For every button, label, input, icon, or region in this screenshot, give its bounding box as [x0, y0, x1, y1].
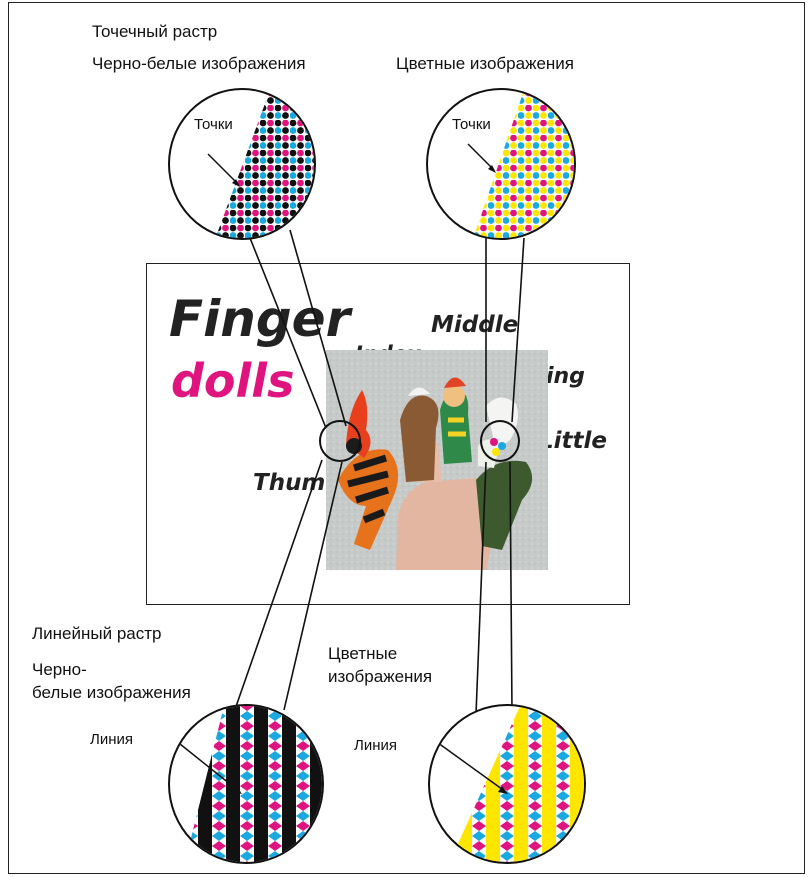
line-screen-color-label: Цветные изображения	[328, 642, 432, 688]
dot-screen-title: Точечный растр	[92, 22, 217, 42]
line-screen-bw-magnifier: Линия	[168, 704, 324, 864]
line-screen-bw-label: Черно- белые изображения	[32, 658, 191, 704]
finger-puppets-photo	[326, 350, 548, 570]
dot-screen-color-label: Цветные изображения	[396, 54, 574, 74]
line-screen-title: Линейный растр	[32, 624, 161, 644]
line-color-callout-text: Линия	[352, 737, 399, 755]
dot-screen-bw-label: Черно-белые изображения	[92, 54, 306, 74]
finger-label-middle: Middle	[431, 312, 518, 338]
dot-bw-callout-label: Точки	[192, 116, 235, 134]
brochure-title-line1: Finger	[169, 290, 350, 348]
finger-label-little: Little	[539, 428, 607, 454]
dot-screen-bw-magnifier: Точки	[168, 88, 316, 240]
brochure-title-line2: dolls	[171, 354, 294, 408]
dot-color-callout-label: Точки	[450, 116, 493, 134]
dot-screen-color-magnifier: Точки	[426, 88, 576, 240]
little-magnifier-source-ring	[480, 420, 520, 462]
line-screen-color-magnifier	[428, 704, 586, 864]
finger-puppets-illustration	[326, 350, 548, 570]
line-bw-callout-text: Линия	[88, 731, 135, 749]
thumb-magnifier-source-ring	[319, 420, 361, 462]
